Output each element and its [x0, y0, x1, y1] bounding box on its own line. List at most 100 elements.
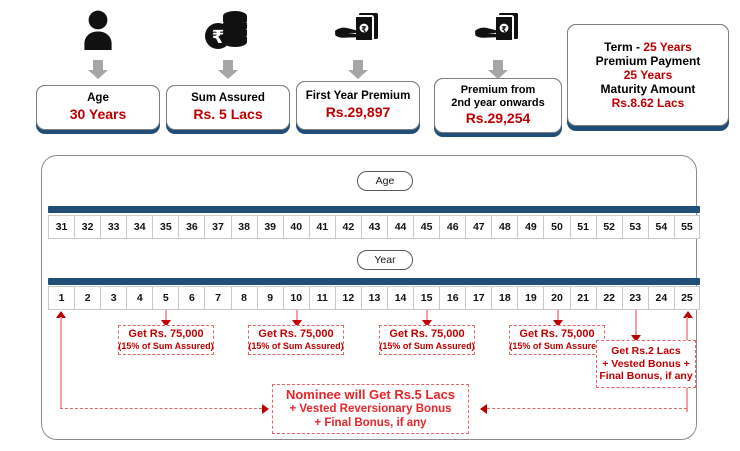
connector-year-23 [635, 310, 637, 338]
connector-year-10 [296, 310, 298, 322]
age-cell: 35 [152, 215, 179, 239]
age-cell: 49 [517, 215, 544, 239]
maturity-line-1: Get Rs.2 Lacs [611, 345, 681, 358]
nominee-line-3: + Final Bonus, if any [314, 416, 427, 429]
age-cell-value: 32 [81, 221, 94, 233]
down-arrow-icon [434, 54, 562, 79]
year-cell-value: 9 [267, 292, 274, 304]
card-shadow: First Year Premium Rs.29,897 [296, 81, 420, 134]
age-cell-value: 54 [655, 221, 668, 233]
card-label: Premium from [460, 84, 536, 97]
summary-term-label: Term - [604, 39, 640, 54]
year-cell-value: 24 [655, 292, 668, 304]
year-cell-value: 20 [551, 292, 563, 304]
age-cell-value: 33 [107, 221, 120, 233]
payout-callout-1: Get Rs. 75,000 (15% of Sum Assured) [118, 325, 214, 355]
summary-line-maturity-label: Maturity Amount [601, 82, 696, 96]
age-cell-value: 53 [629, 221, 642, 233]
year-cell-value: 21 [577, 292, 589, 304]
age-cell-value: 46 [446, 221, 459, 233]
year-cell: 5 [152, 286, 179, 310]
year-cell: 17 [465, 286, 492, 310]
age-pill-text: Age [375, 175, 395, 187]
card-shadow: Premium from 2nd year onwards Rs.29,254 [434, 78, 562, 137]
payout-title: Get Rs. 75,000 [389, 328, 465, 340]
svg-text:₹: ₹ [501, 25, 507, 34]
year-cell: 16 [439, 286, 466, 310]
maturity-line-2: + Vested Bonus + [602, 357, 690, 370]
age-cell-value: 38 [238, 221, 250, 233]
year-pill-label: Year [357, 250, 413, 270]
year-cell-value: 16 [446, 292, 459, 304]
age-cell: 37 [204, 215, 231, 239]
year-cell-value: 17 [472, 292, 485, 304]
age-cell-value: 47 [472, 221, 485, 233]
year-cell: 19 [517, 286, 544, 310]
year-cell-value: 8 [241, 292, 247, 304]
year-cell-value: 13 [368, 292, 381, 304]
rupee-coins-icon: ₹ [166, 6, 290, 54]
year-cell-value: 12 [342, 292, 355, 304]
year-cell-value: 22 [603, 292, 616, 304]
nominee-right-dashed-line [487, 408, 687, 409]
year-cell-value: 10 [290, 292, 303, 304]
summary-maturity-label: Maturity Amount [600, 82, 696, 97]
age-cell-value: 48 [499, 221, 511, 233]
summary-premium-payment-label: Premium Payment [595, 53, 701, 68]
year-cell: 13 [360, 286, 388, 310]
year-cell-value: 23 [629, 292, 642, 304]
age-cell: 46 [439, 215, 466, 239]
top-card-age: Age 30 Years [36, 6, 160, 134]
age-cell-value: 49 [525, 221, 537, 233]
age-cell: 44 [387, 215, 414, 239]
summary-line-term: Term - 25 Years [604, 40, 692, 54]
svg-text:₹: ₹ [361, 25, 367, 34]
card-label: Age [87, 92, 109, 105]
age-cell-value: 50 [551, 221, 563, 233]
age-cell: 54 [647, 215, 674, 239]
year-cell: 3 [100, 286, 127, 310]
year-cell: 2 [74, 286, 101, 310]
year-pill-text: Year [374, 254, 396, 266]
card-value: Rs. 5 Lacs [193, 106, 263, 123]
nominee-left-dashed-line [60, 408, 262, 409]
card-label-2: 2nd year onwards [451, 97, 545, 110]
year-cell: 14 [387, 286, 414, 310]
nominee-callout: Nominee will Get Rs.5 Lacs + Vested Reve… [272, 384, 469, 434]
top-card-first-year-premium: ₹ First Year Premium Rs.29,897 [296, 6, 420, 134]
connector-year-20 [557, 310, 559, 322]
age-cell-value: 39 [264, 221, 276, 233]
age-cell: 55 [673, 215, 700, 239]
age-cell-value: 45 [420, 221, 433, 233]
year-cell: 24 [647, 286, 674, 310]
year-cell-value: 14 [394, 292, 407, 304]
down-arrow-icon [296, 54, 420, 79]
year-cell: 6 [178, 286, 205, 310]
year-cell: 15 [413, 286, 440, 310]
year-cell: 4 [126, 286, 153, 310]
summary-maturity-value: Rs.8.62 Lacs [611, 96, 685, 111]
year-cell-value: 25 [681, 292, 693, 304]
arrow-left-nominee-in [480, 404, 487, 414]
age-cell: 53 [621, 215, 648, 239]
age-cell-value: 52 [603, 221, 616, 233]
payout-title: Get Rs. 75,000 [519, 328, 595, 340]
payout-callout-2: Get Rs. 75,000 (15% of Sum Assured) [248, 325, 344, 355]
age-cell-value: 40 [290, 221, 303, 233]
down-arrow-icon [166, 54, 290, 79]
age-cell: 47 [465, 215, 492, 239]
age-row-navy-bar [48, 206, 700, 213]
year-cell-value: 6 [189, 292, 195, 304]
card-shadow: Age 30 Years [36, 85, 160, 134]
payout-note: (15% of Sum Assured) [118, 341, 214, 352]
connector-year-1-down [60, 317, 62, 408]
arrow-right-nominee-in [262, 404, 269, 414]
year-cell: 18 [491, 286, 518, 310]
arrow-down-year-10 [292, 320, 302, 327]
age-cell: 52 [595, 215, 622, 239]
arrow-up-year-1 [56, 311, 66, 318]
payout-callout-4: Get Rs. 75,000 (15% of Sum Assured) [509, 325, 605, 355]
arrow-up-year-25 [683, 311, 693, 318]
